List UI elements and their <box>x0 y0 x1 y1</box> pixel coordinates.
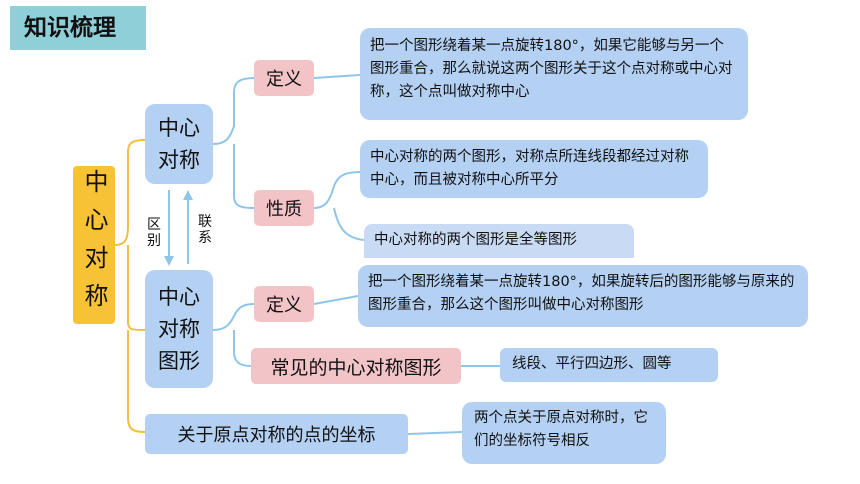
property-label: 性质 <box>254 190 314 226</box>
prop-brace-2 <box>333 207 365 241</box>
page-title: 知识梳理 <box>10 6 146 50</box>
def1-connector <box>313 74 361 79</box>
origin-symmetry-coordinates-text: 两个点关于原点对称时，它们的坐标符号相反 <box>462 402 666 464</box>
property-text-1: 中心对称的两个图形，对称点所连线段都经过对称中心，而且被对称中心所平分 <box>360 140 708 198</box>
common-figures-text: 线段、平行四边形、圆等 <box>500 348 718 382</box>
fig-brace-2 <box>233 330 252 367</box>
root-brace-bottom <box>127 330 146 433</box>
prop-brace <box>313 171 361 209</box>
definition-text-1: 把一个图形绕着某一点旋转180°，如果它能够与另一个图形重合，那么就说这两个图形… <box>360 28 748 120</box>
sym-brace-2 <box>233 144 255 209</box>
central-symmetric-figure-node: 中心对称图形 <box>145 270 213 388</box>
fig-brace <box>212 303 255 331</box>
root-label: 中心对称 <box>80 169 108 321</box>
arrow-down-head <box>164 256 174 266</box>
connection-label: 联系 <box>198 214 212 246</box>
definition-label-1: 定义 <box>254 60 314 96</box>
definition-text-2: 把一个图形绕着某一点旋转180°，如果旋转后的图形能够与原来的图形重合，那么这个… <box>358 265 808 327</box>
coord-connector <box>407 431 463 435</box>
common-figures-label: 常见的中心对称图形 <box>251 348 461 384</box>
central-symmetry-node: 中心对称 <box>145 104 213 184</box>
definition-label-2: 定义 <box>254 286 314 322</box>
central-symmetric-figure-label: 中心对称图形 <box>158 285 200 373</box>
central-symmetry-label: 中心对称 <box>158 116 200 172</box>
arrow-up-head <box>183 190 193 200</box>
origin-symmetry-coordinates-label: 关于原点对称的点的坐标 <box>145 414 408 454</box>
root-node: 中心对称 <box>73 166 115 324</box>
property-text-2: 中心对称的两个图形是全等图形 <box>364 224 634 258</box>
sym-brace <box>212 77 255 145</box>
root-brace-mid <box>126 244 146 331</box>
difference-label: 区别 <box>147 217 161 249</box>
root-brace <box>114 139 146 246</box>
def2-connector <box>313 295 359 305</box>
